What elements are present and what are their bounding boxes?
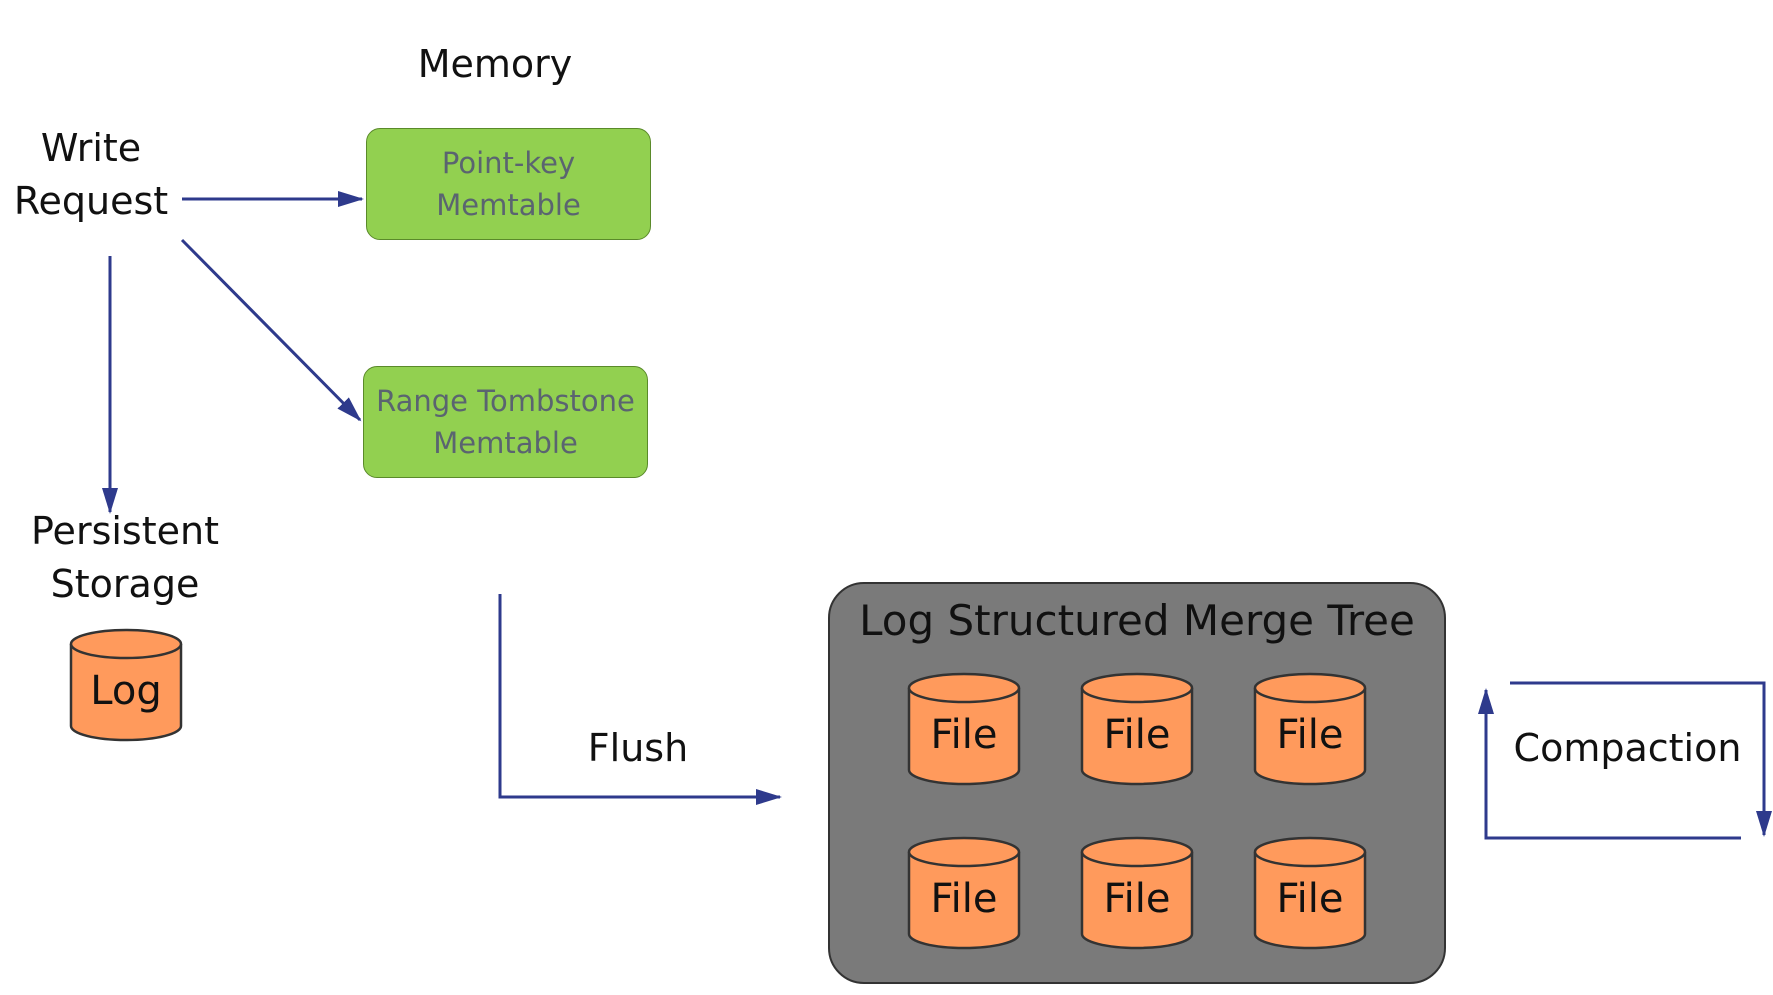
point-key-memtable: Point-key Memtable (366, 128, 651, 240)
write-request-label: Write Request (0, 122, 182, 228)
arrow-write-to-range (180, 238, 362, 422)
file-label: File (1276, 876, 1344, 922)
file-label: File (1103, 712, 1171, 758)
log-label: Log (90, 668, 162, 714)
lsm-tree-container: Log Structured Merge Tree File File File… (828, 582, 1446, 984)
range-tombstone-line2: Memtable (433, 426, 578, 460)
file-label: File (930, 876, 998, 922)
write-label-line1: Write (40, 126, 142, 170)
database-icon (69, 628, 183, 742)
lsm-tree-title: Log Structured Merge Tree (859, 596, 1415, 645)
persistent-label-line1: Persistent (31, 509, 219, 553)
file-cylinder: File (1080, 672, 1194, 786)
file-cylinder: File (1253, 672, 1367, 786)
log-cylinder: Log (69, 628, 183, 742)
range-tombstone-line1: Range Tombstone (376, 383, 635, 418)
flush-label: Flush (587, 726, 689, 770)
database-icon (1253, 836, 1367, 950)
write-label-line2: Request (13, 179, 169, 224)
persistent-label-line2: Storage (50, 562, 200, 607)
file-cylinder: File (1080, 836, 1194, 950)
database-icon (907, 672, 1021, 786)
file-label: File (1103, 876, 1171, 922)
arrow-compaction-down (1510, 681, 1772, 837)
file-cylinder: File (907, 672, 1021, 786)
arrow-flush (498, 594, 782, 805)
compaction-label: Compaction (1513, 726, 1742, 770)
persistent-storage-label: Persistent Storage (20, 505, 230, 611)
range-tombstone-memtable: Range Tombstone Memtable (363, 366, 648, 478)
database-icon (907, 836, 1021, 950)
file-cylinder: File (1253, 836, 1367, 950)
point-key-line2: Memtable (436, 188, 581, 222)
database-icon (1080, 836, 1194, 950)
database-icon (1253, 672, 1367, 786)
memory-label: Memory (417, 42, 573, 86)
arrow-compaction-up (1478, 688, 1741, 840)
point-key-line1: Point-key (441, 145, 576, 180)
database-icon (1080, 672, 1194, 786)
file-label: File (930, 712, 998, 758)
file-label: File (1276, 712, 1344, 758)
file-cylinder: File (907, 836, 1021, 950)
